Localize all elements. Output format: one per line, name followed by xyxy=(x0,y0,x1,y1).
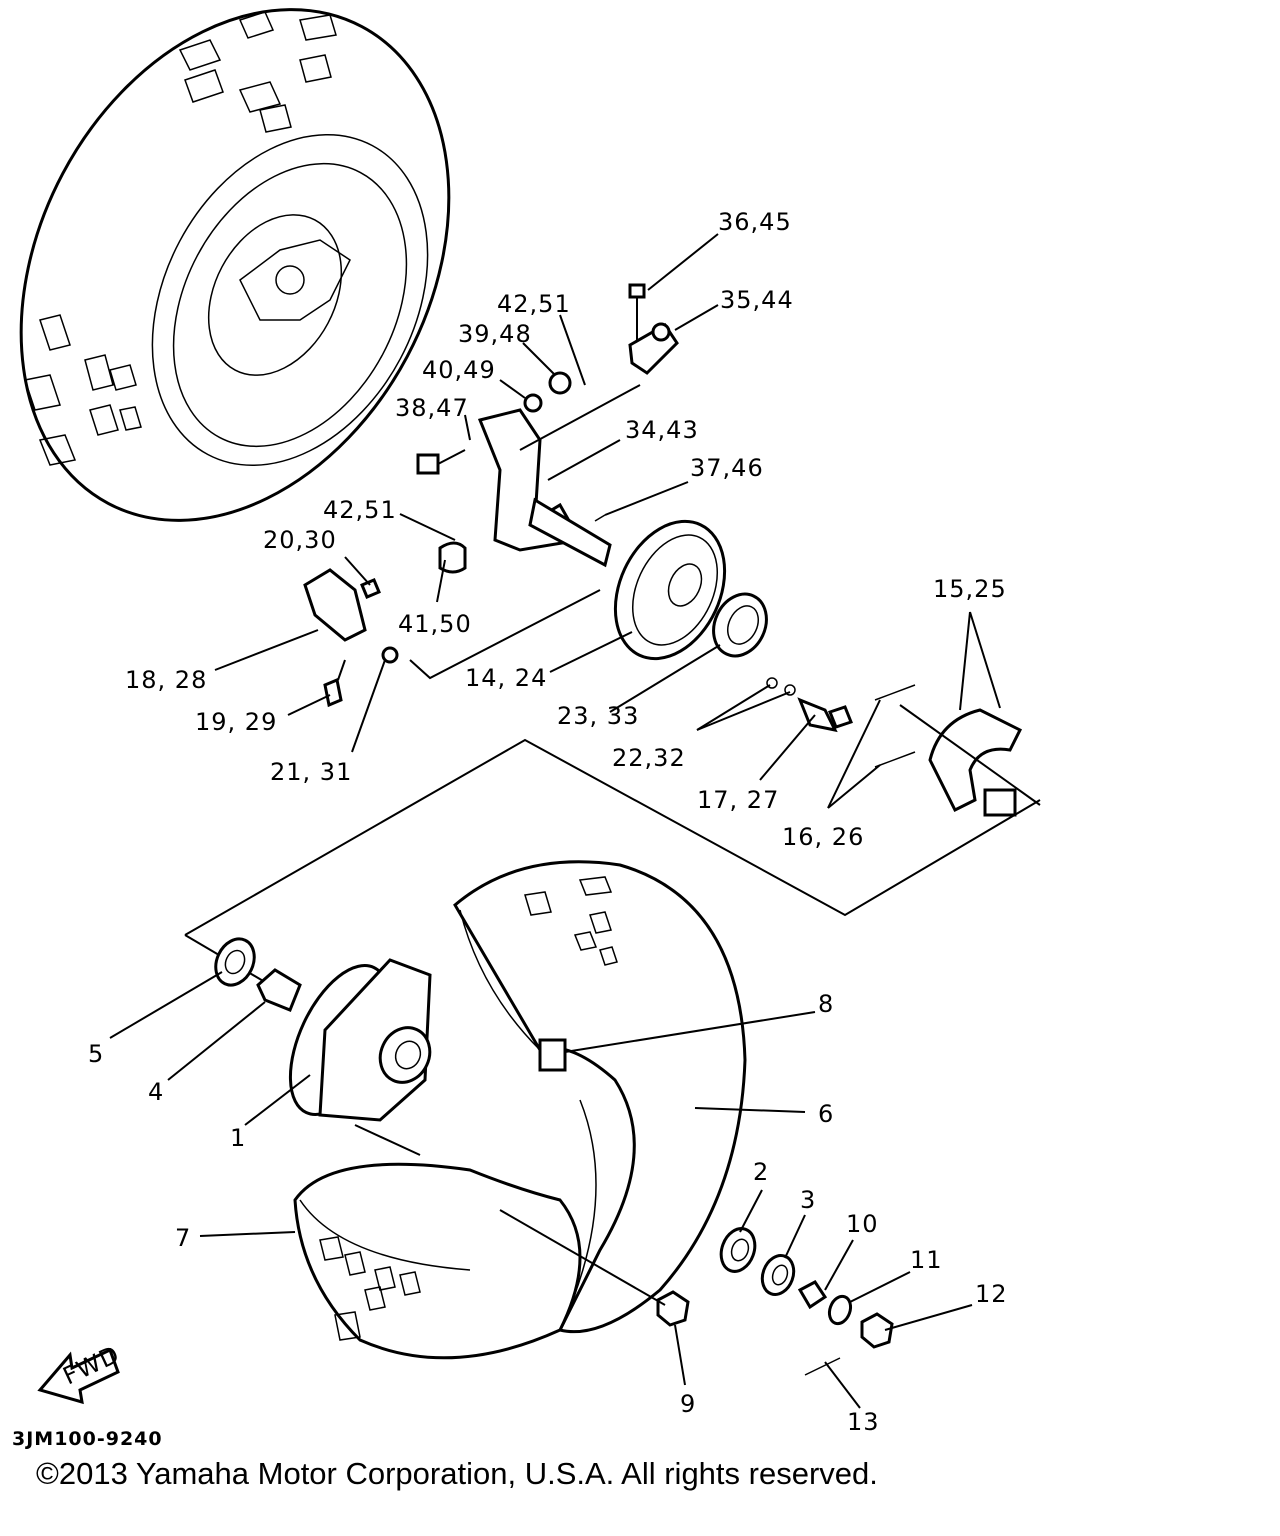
callout-16-26: 16, 26 xyxy=(782,823,864,851)
callout-18-28: 18, 28 xyxy=(125,666,207,694)
callout-36-45: 36,45 xyxy=(718,208,792,236)
callout-34-43: 34,43 xyxy=(625,416,699,444)
callout-13: 13 xyxy=(847,1408,880,1436)
callout-19-29: 19, 29 xyxy=(195,708,277,736)
callout-40-49: 40,49 xyxy=(422,356,496,384)
callout-17-27: 17, 27 xyxy=(697,786,779,814)
callout-8: 8 xyxy=(818,990,834,1018)
callout-12: 12 xyxy=(975,1280,1008,1308)
callout-7: 7 xyxy=(175,1224,191,1252)
callout-2: 2 xyxy=(753,1158,769,1186)
callout-6: 6 xyxy=(818,1100,834,1128)
callout-42-51-lower: 42,51 xyxy=(323,496,397,524)
callout-23-33: 23, 33 xyxy=(557,702,639,730)
callout-39-48: 39,48 xyxy=(458,320,532,348)
callout-21-31: 21, 31 xyxy=(270,758,352,786)
fwd-arrow-icon: FWD xyxy=(37,1340,124,1405)
hub-parts-drawing xyxy=(214,937,894,1376)
callout-labels: 36,45 35,44 42,51 39,48 40,49 38,47 34,4… xyxy=(88,208,1008,1436)
callout-4: 4 xyxy=(148,1078,164,1106)
callout-3: 3 xyxy=(800,1186,816,1214)
assembled-wheel-drawing xyxy=(19,8,451,522)
callout-10: 10 xyxy=(846,1210,879,1238)
callout-15-25: 15,25 xyxy=(933,575,1007,603)
callout-1: 1 xyxy=(230,1124,246,1152)
brake-assembly-drawing xyxy=(303,519,1023,817)
callout-11: 11 xyxy=(910,1246,943,1274)
callout-5: 5 xyxy=(88,1040,104,1068)
leader-lines xyxy=(109,233,1001,1409)
callout-14-24: 14, 24 xyxy=(465,664,547,692)
callout-41-50: 41,50 xyxy=(398,610,472,638)
callout-9: 9 xyxy=(680,1390,696,1418)
callout-42-51-top: 42,51 xyxy=(497,290,571,318)
figure-code: 3JM100-9240 xyxy=(12,1428,163,1450)
callout-20-30: 20,30 xyxy=(263,526,337,554)
copyright-notice: ©2013 Yamaha Motor Corporation, U.S.A. A… xyxy=(36,1456,878,1491)
callout-35-44: 35,44 xyxy=(720,286,794,314)
callout-22-32: 22,32 xyxy=(612,744,686,772)
knuckle-parts-drawing xyxy=(416,283,679,574)
wheel-halves-drawing xyxy=(293,860,747,1360)
callout-38-47: 38,47 xyxy=(395,394,469,422)
callout-37-46: 37,46 xyxy=(690,454,764,482)
